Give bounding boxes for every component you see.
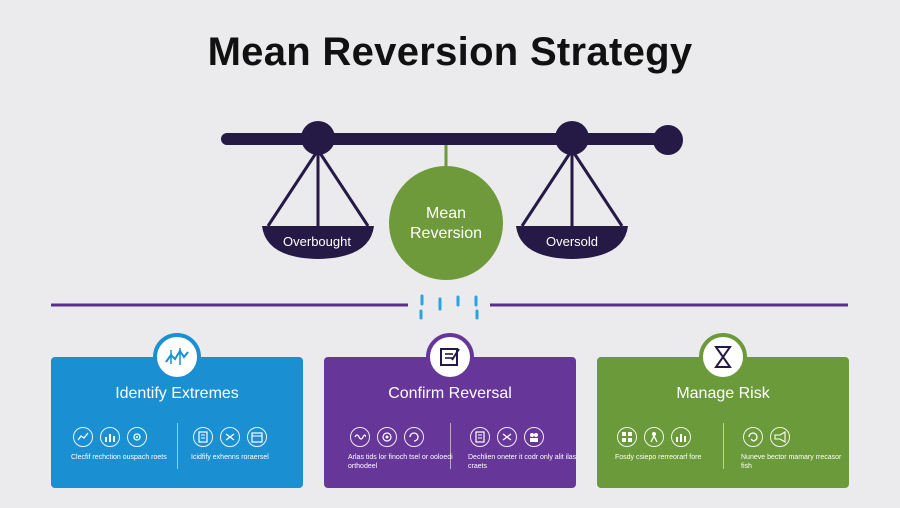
beam-end-right — [653, 125, 683, 155]
right-pan — [516, 226, 628, 259]
card-title-confirm: Confirm Reversal — [388, 385, 512, 402]
manage-left-caption: Fosdy csiepo rerreorarf fore — [615, 454, 702, 461]
cycle-icon — [404, 427, 424, 447]
pivot-left — [301, 121, 335, 155]
oversold-label: Oversold — [545, 234, 599, 249]
document-icon — [193, 427, 213, 447]
calendar-icon — [247, 427, 267, 447]
bars-icon — [671, 427, 691, 447]
identify-left-caption: Clecfif rechction ouspach roets — [71, 454, 167, 461]
identify-right-caption: Icidfify exhenns roraersel — [191, 454, 269, 461]
manage-left-icons — [617, 427, 691, 447]
confirm-reversal-card: Confirm Reversal Arlas tids lor finoch t… — [324, 333, 577, 488]
person-icon — [644, 427, 664, 447]
manage-risk-card: Manage Risk Fosdy csiepo rerreorarf fore… — [597, 333, 849, 488]
balance-scale-diagram — [51, 121, 848, 320]
grid-icon — [617, 427, 637, 447]
mean-reversion-label: Mean Reversion — [388, 204, 504, 244]
confirm-left-caption: Arlas tids lor finoch tsel or ooloedi or… — [348, 454, 453, 470]
confirm-right-icons — [470, 427, 544, 447]
mean-label-line1: Mean — [425, 205, 467, 222]
mean-label-line2: Reversion — [409, 225, 483, 242]
card-title-manage: Manage Risk — [676, 385, 770, 402]
wave-icon — [350, 427, 370, 447]
page-title: Mean Reversion Strategy — [207, 30, 693, 74]
checklist-icon — [426, 333, 474, 381]
group-icon — [524, 427, 544, 447]
refresh-icon — [743, 427, 763, 447]
card-title-identify: Identify Extremes — [115, 385, 239, 402]
manage-right-icons — [743, 427, 790, 447]
confirm-divider — [450, 423, 451, 469]
pivot-right — [555, 121, 589, 155]
target-icon — [377, 427, 397, 447]
gear-icon — [127, 427, 147, 447]
arrows-icon — [497, 427, 517, 447]
left-pan — [262, 226, 374, 259]
confirm-right-caption: Dechlien oneter it codr only alit ilas c… — [468, 454, 577, 470]
chart-line-icon — [73, 427, 93, 447]
arrows-icon — [220, 427, 240, 447]
right-pan-strings — [520, 149, 624, 227]
chart-icon — [153, 333, 201, 381]
identify-divider — [177, 423, 178, 469]
confirm-left-icons — [350, 427, 424, 447]
bars-icon — [100, 427, 120, 447]
overbought-label: Overbought — [283, 234, 351, 249]
identify-extremes-card: Identify Extremes Clecfif rechction ousp… — [51, 333, 303, 488]
megaphone-icon — [770, 427, 790, 447]
left-pan-strings — [266, 149, 370, 227]
mean-reversion-circle — [389, 166, 503, 280]
hourglass-icon — [699, 333, 747, 381]
document-icon — [470, 427, 490, 447]
manage-right-caption: Nuneve bector mamary rrecasor fish — [741, 454, 842, 470]
manage-divider — [723, 423, 724, 469]
identify-left-icons — [73, 427, 147, 447]
divider-dashes — [419, 294, 479, 320]
identify-right-icons — [193, 427, 267, 447]
